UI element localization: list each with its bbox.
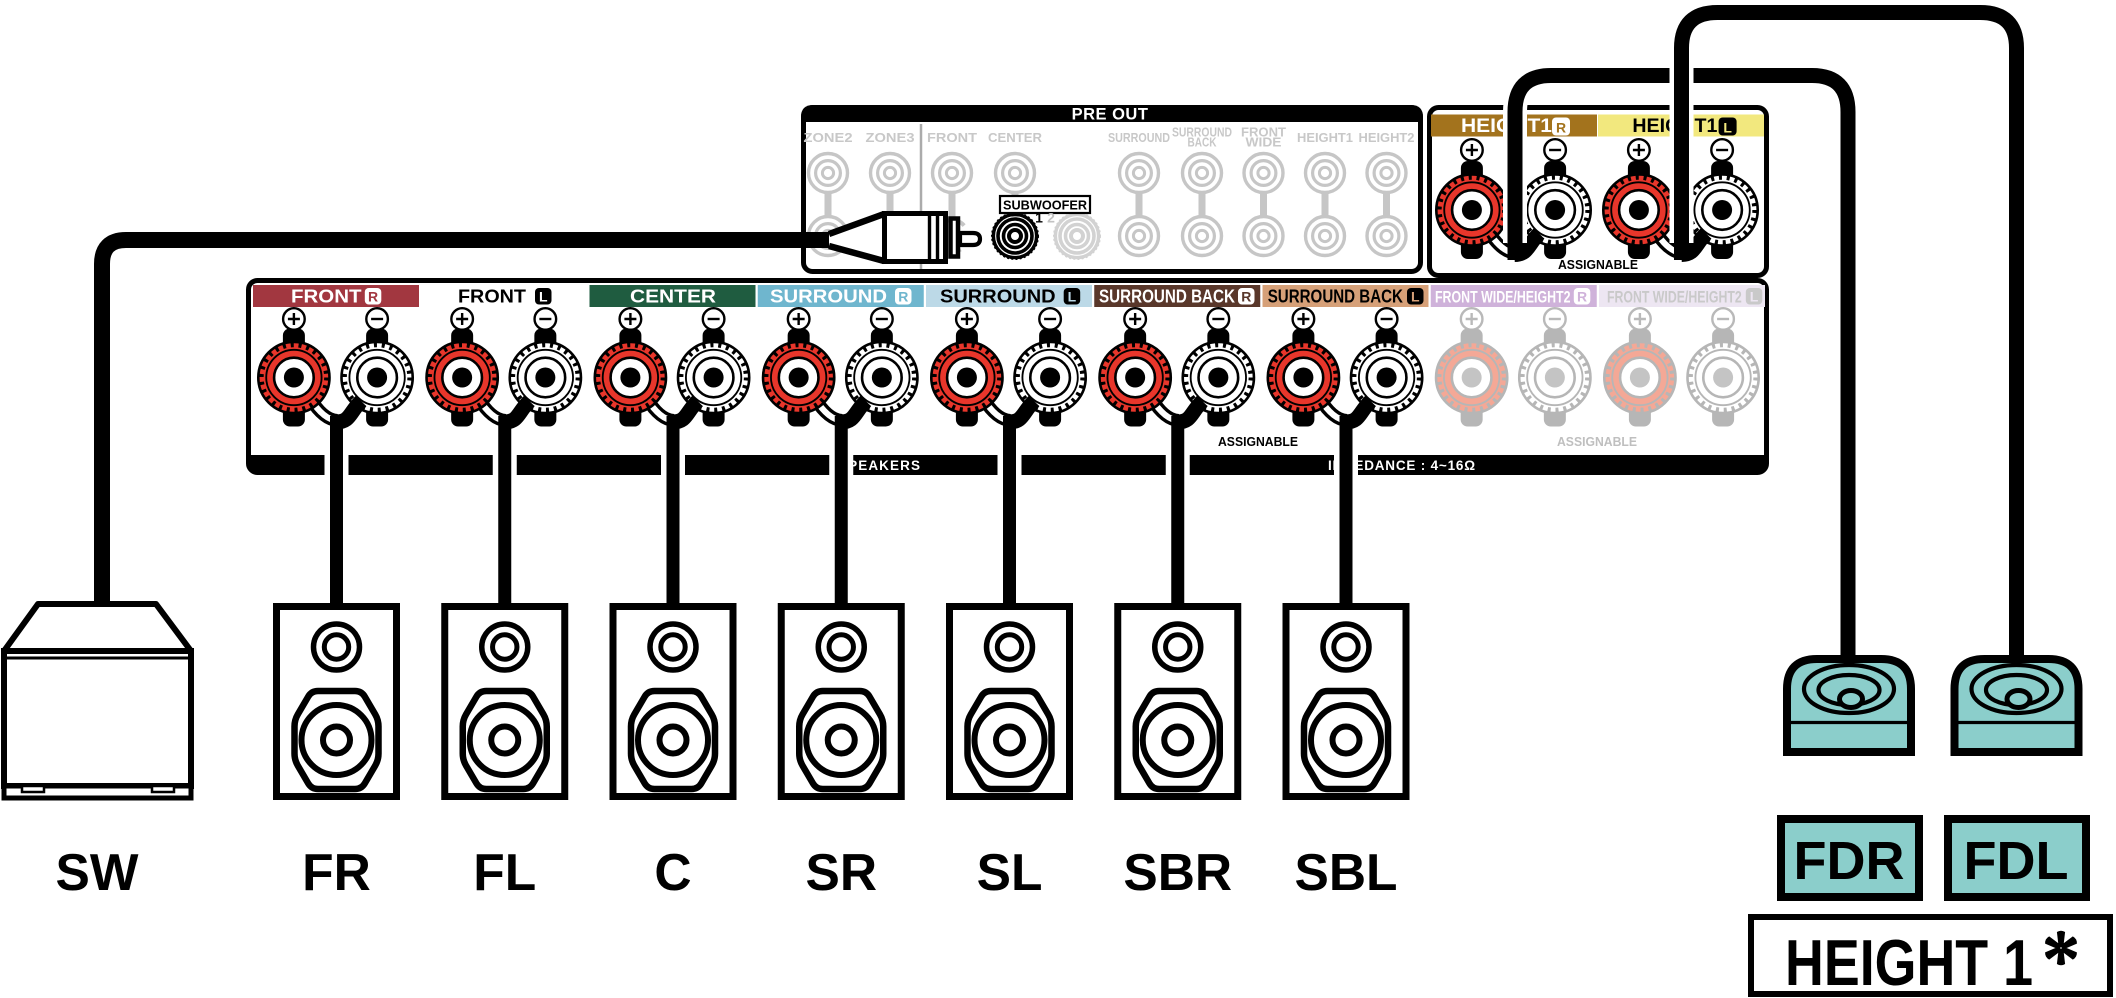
svg-text:BACK: BACK	[1188, 135, 1217, 150]
svg-text:SPEAKERS: SPEAKERS	[838, 458, 921, 473]
svg-text:L: L	[1723, 119, 1732, 135]
svg-text:ZONE3: ZONE3	[866, 130, 915, 145]
svg-text:R: R	[898, 288, 908, 304]
svg-text:FRONT: FRONT	[1241, 125, 1286, 140]
svg-text:CENTER: CENTER	[988, 130, 1043, 145]
svg-text:SURROUND: SURROUND	[770, 286, 887, 307]
svg-text:R: R	[1556, 119, 1566, 135]
svg-text:SURROUND: SURROUND	[1172, 125, 1232, 140]
svg-text:C: C	[654, 843, 691, 901]
svg-text:SBR: SBR	[1123, 843, 1232, 901]
svg-text:SL: SL	[977, 843, 1043, 901]
svg-text:FRONT WIDE/HEIGHT2: FRONT WIDE/HEIGHT2	[1435, 289, 1571, 307]
svg-text:FRONT WIDE/HEIGHT2: FRONT WIDE/HEIGHT2	[1607, 289, 1742, 307]
svg-text:L: L	[1411, 288, 1420, 304]
svg-text:L: L	[1068, 288, 1077, 304]
svg-text:R: R	[1241, 288, 1251, 304]
svg-text:SURROUND BACK: SURROUND BACK	[1099, 286, 1236, 307]
svg-text:SW: SW	[56, 843, 139, 901]
svg-text:ASSIGNABLE: ASSIGNABLE	[1558, 257, 1638, 272]
svg-text:HEIGHT2: HEIGHT2	[1359, 130, 1415, 145]
svg-text:IMPEDANCE : 4~16Ω: IMPEDANCE : 4~16Ω	[1328, 458, 1476, 473]
svg-text:SURROUND BACK: SURROUND BACK	[1268, 286, 1404, 307]
svg-text:CENTER: CENTER	[630, 286, 716, 307]
svg-text:L: L	[1750, 288, 1759, 304]
svg-text:ZONE2: ZONE2	[804, 130, 853, 145]
svg-text:SR: SR	[805, 843, 877, 901]
svg-text:FR: FR	[302, 843, 371, 901]
svg-text:FRONT: FRONT	[291, 286, 362, 307]
svg-text:PRE OUT: PRE OUT	[1072, 106, 1149, 124]
svg-text:ASSIGNABLE: ASSIGNABLE	[1557, 434, 1637, 449]
svg-text:SURROUND: SURROUND	[1108, 130, 1170, 145]
svg-text:WIDE: WIDE	[1246, 135, 1282, 150]
svg-text:SURROUND: SURROUND	[940, 286, 1056, 307]
svg-text:FDR: FDR	[1794, 831, 1905, 891]
svg-text:FRONT: FRONT	[927, 130, 977, 145]
svg-text:FDL: FDL	[1964, 831, 2069, 891]
svg-text:FRONT: FRONT	[458, 286, 527, 307]
svg-text:FL: FL	[473, 843, 536, 901]
svg-text:SUBWOOFER: SUBWOOFER	[1003, 199, 1087, 213]
svg-text:R: R	[368, 288, 378, 304]
svg-text:L: L	[539, 288, 548, 304]
svg-text:ASSIGNABLE: ASSIGNABLE	[1218, 434, 1298, 449]
svg-text:HEIGHT 1: HEIGHT 1	[1785, 926, 2033, 998]
svg-text:1: 1	[1035, 210, 1043, 226]
svg-text:HEIGHT1: HEIGHT1	[1297, 130, 1353, 145]
svg-text:R: R	[1577, 288, 1587, 304]
svg-text:SBL: SBL	[1295, 843, 1398, 901]
svg-text:2: 2	[1047, 210, 1055, 226]
